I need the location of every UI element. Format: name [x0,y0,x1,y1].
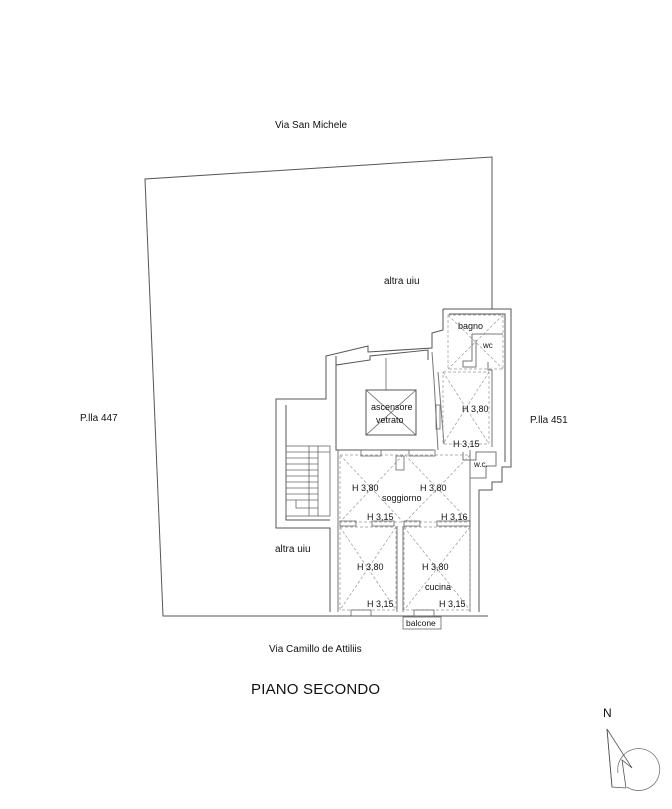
elevator-shaft [365,358,417,436]
apartment-outer-wall [443,308,512,612]
room-soggiorno-label: soggiorno [382,493,422,503]
left-shaft-wall [335,365,433,451]
upper-left-walls-inner [335,349,429,366]
street-south-label: Via Camillo de Attiliis [269,644,362,655]
north-arrow-label: N [603,706,612,720]
height-soggiorno-left-380: H 3,80 [352,483,379,493]
apartment-outer-wall-2 [449,313,506,462]
height-cucina-380: H 3,80 [422,562,449,572]
height-bedroom-315: H 3,15 [367,599,394,609]
lot-boundary [144,156,493,617]
elevator-label-line1: ascensore [371,402,413,412]
neighbor-east-label: P.lla 451 [530,415,568,426]
height-corridor-380: H 3,80 [462,404,489,414]
north-arrow-icon [606,728,661,791]
windows [350,609,435,617]
street-north-label: Via San Michele [275,120,348,131]
staircase [285,445,331,517]
height-soggiorno-left-315: H 3,15 [367,512,394,522]
room-cucina-label: cucina [425,582,452,592]
height-corridor-315: H 3,15 [453,439,480,449]
soggiorno-room [337,449,471,612]
left-inner-wall [285,405,330,521]
upper-left-walls [275,309,444,612]
bagno-room [447,314,504,447]
room-wc-lower-label: w.c. [474,460,488,469]
height-soggiorno-right-380: H 3,80 [420,483,447,493]
height-bedroom-380: H 3,80 [357,562,384,572]
height-soggiorno-right-316: H 3,16 [441,512,468,522]
other-unit-west-label: altra uiu [275,544,311,555]
other-unit-north-label: altra uiu [384,276,420,287]
height-cucina-315: H 3,15 [439,599,466,609]
room-wc-upper-label: wc [483,341,493,350]
balcone-label: balcone [406,618,436,628]
room-bagno-label: bagno [458,321,484,331]
balcone-box [402,616,442,630]
elevator-label-line2: vetrato [376,415,404,425]
floor-title: PIANO SECONDO [251,681,381,698]
cucina-room [403,526,471,611]
bottom-left-room [339,526,404,612]
neighbor-west-label: P.lla 447 [80,413,118,424]
corridor-walls [431,351,490,451]
